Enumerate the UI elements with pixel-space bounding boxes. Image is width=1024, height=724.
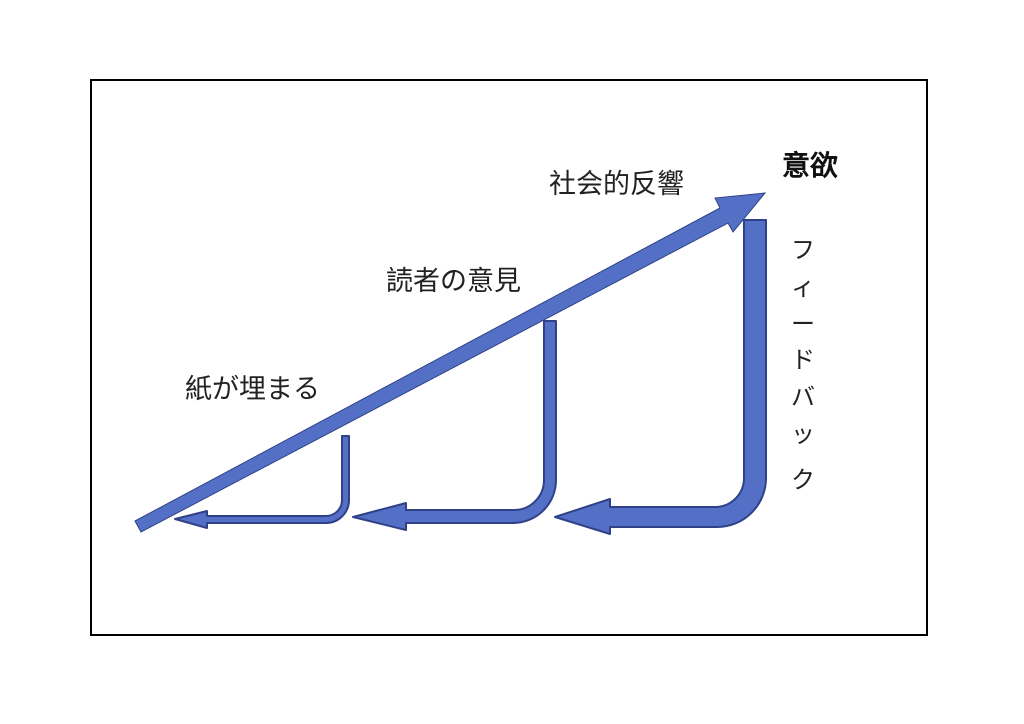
feedback-char: ド <box>791 346 815 374</box>
feedback-arrow-medium <box>352 320 557 531</box>
feedback-char: ー <box>791 310 815 338</box>
label-reader-opinion: 読者の意見 <box>386 266 521 297</box>
feedback-arrow-small <box>174 435 350 529</box>
feedback-arrow-large <box>554 219 767 535</box>
rising-motivation-arrow <box>134 192 767 533</box>
feedback-char: バ <box>791 383 815 411</box>
feedback-char: ィ <box>791 273 815 301</box>
feedback-char: ッ <box>791 420 815 448</box>
feedback-char: ク <box>791 466 815 494</box>
feedback-char: フ <box>791 236 815 264</box>
label-social-response: 社会的反響 <box>549 169 684 200</box>
feedback-vertical-label: フ ィ ー ド バ ッ ク <box>791 236 815 494</box>
diagram-frame <box>90 79 928 636</box>
label-motivation: 意欲 <box>782 149 838 182</box>
label-fill-paper: 紙が埋まる <box>185 374 320 405</box>
